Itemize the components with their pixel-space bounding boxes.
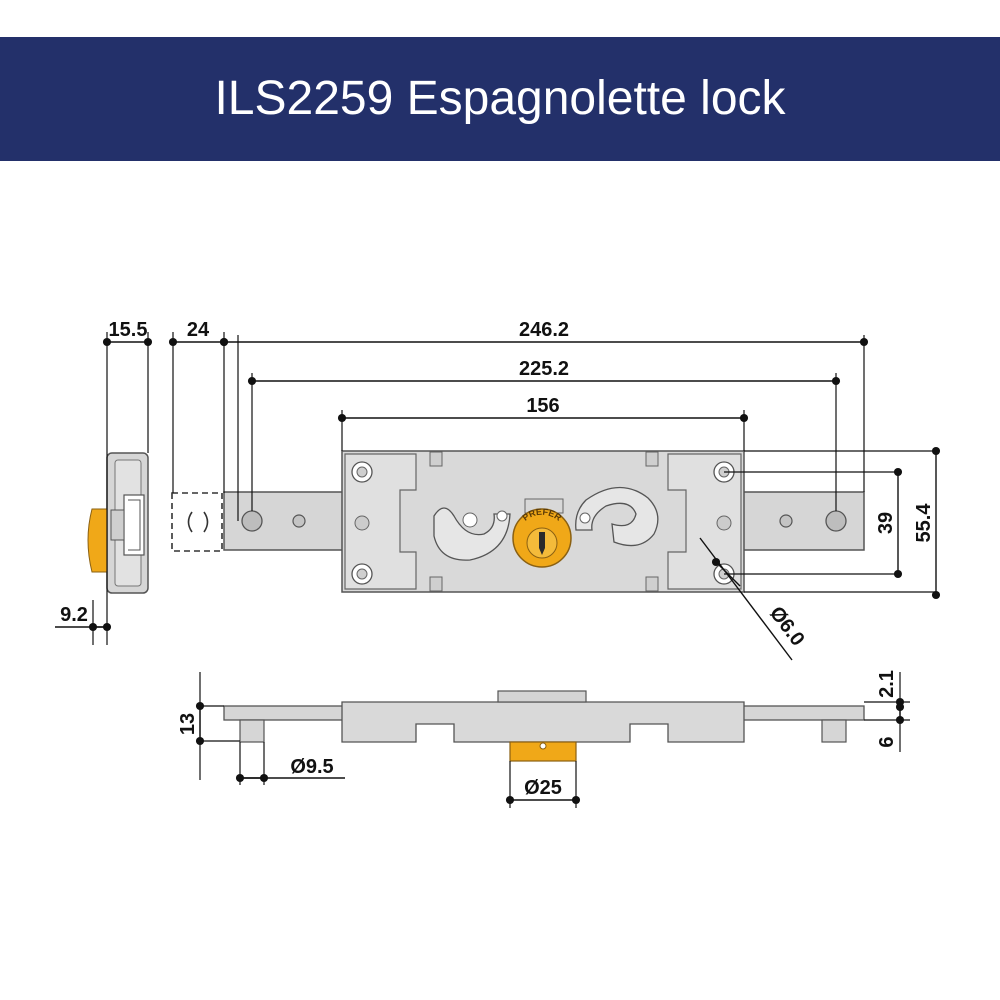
dimension-lines: [55, 337, 941, 805]
dim-text-case-length: 156: [526, 395, 559, 417]
title-banner: ILS2259 Espagnolette lock: [0, 37, 1000, 161]
dim-text-bar-height: 6: [876, 736, 898, 747]
bottom-view: [223, 690, 865, 762]
dashed-bolt-outline: [171, 492, 223, 552]
dim-text-bar-thickness: 2.1: [876, 670, 898, 698]
bottom-pin-right: [821, 719, 847, 743]
dim-text-cylinder-projection: 9.2: [60, 604, 88, 626]
dim-text-total-length: 246.2: [519, 319, 569, 341]
side-view-spindle: [110, 509, 125, 541]
dim-text-screw-spacing: 39: [875, 512, 897, 534]
bar-hole-left-small: [292, 514, 306, 528]
bottom-case: [341, 701, 745, 743]
dim-text-hole-diameter: Ø6.0: [765, 602, 809, 650]
keyway-icon: [539, 532, 545, 555]
bolt-outline-arc-right: [203, 511, 209, 533]
front-view: PREFER: [223, 450, 865, 593]
side-view-latch-profile: [128, 499, 141, 551]
bar-hole-right-small: [779, 514, 793, 528]
left-hook-small-pin: [496, 510, 508, 522]
bar-hole-left: [241, 510, 263, 532]
case-notch: [645, 451, 659, 467]
case-notch: [429, 451, 443, 467]
dim-text-side-depth: 15.5: [109, 319, 148, 341]
bottom-cylinder-pin: [539, 742, 547, 750]
side-view: [87, 452, 223, 594]
dim-text-bolt-hole-spacing: 225.2: [519, 358, 569, 380]
bottom-pin-left: [239, 719, 265, 743]
left-hook-pin: [462, 512, 478, 528]
screw-hole-center: [356, 568, 368, 580]
case-rivet: [354, 515, 370, 531]
bar-hole-right: [825, 510, 847, 532]
side-view-slot: [123, 494, 145, 556]
bolt-outline-arc-left: [187, 511, 193, 533]
right-hook-bolt: [575, 486, 659, 547]
leader-hole-diameter: [699, 537, 793, 661]
case-rivet: [716, 515, 732, 531]
case-left-plate: [344, 453, 417, 590]
dim-text-body-thickness: 13: [177, 713, 199, 735]
side-view-cylinder: [87, 508, 108, 573]
right-hook-small-pin: [579, 512, 591, 524]
left-hook-bolt: [433, 507, 511, 561]
page-title: ILS2259 Espagnolette lock: [214, 72, 786, 125]
bottom-case-top-plate: [497, 690, 587, 703]
dim-text-case-height: 55.4: [913, 503, 935, 543]
case-notch: [645, 576, 659, 592]
case-notch: [429, 576, 443, 592]
case-right-plate: [667, 453, 742, 590]
leader-hole-diameter-point: [711, 557, 741, 587]
cylinder-brand: PREFER: [521, 507, 564, 523]
dim-text-pin-diameter: Ø9.5: [290, 756, 333, 778]
bottom-cylinder: [509, 741, 577, 762]
screw-hole-center: [356, 466, 368, 478]
dim-text-cylinder-diameter: Ø25: [524, 777, 562, 799]
dim-text-side-offset: 24: [187, 319, 210, 341]
